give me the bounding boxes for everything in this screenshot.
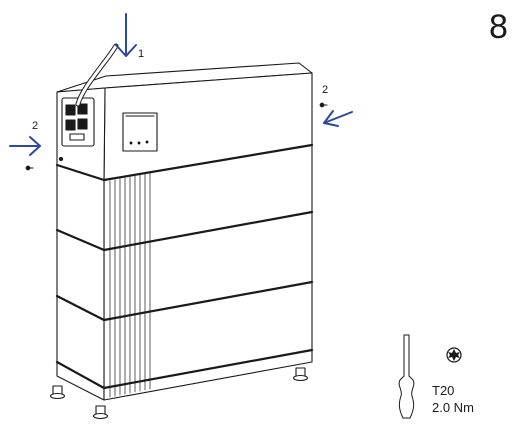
battery-modules [55, 143, 314, 401]
callout-top: 1 [138, 48, 145, 60]
torx-icon [446, 347, 462, 363]
arrow-icon [9, 13, 353, 156]
tool-torque-label: 2.0 Nm [432, 400, 474, 415]
callout-left: 2 [32, 120, 39, 132]
callout-right: 2 [322, 84, 329, 96]
feet [49, 367, 309, 420]
screwdriver-icon [398, 334, 415, 419]
screw-icon [25, 102, 328, 171]
display-panel [122, 112, 158, 152]
tool-bit-label: T20 [432, 383, 455, 398]
step-number: 8 [489, 8, 508, 46]
